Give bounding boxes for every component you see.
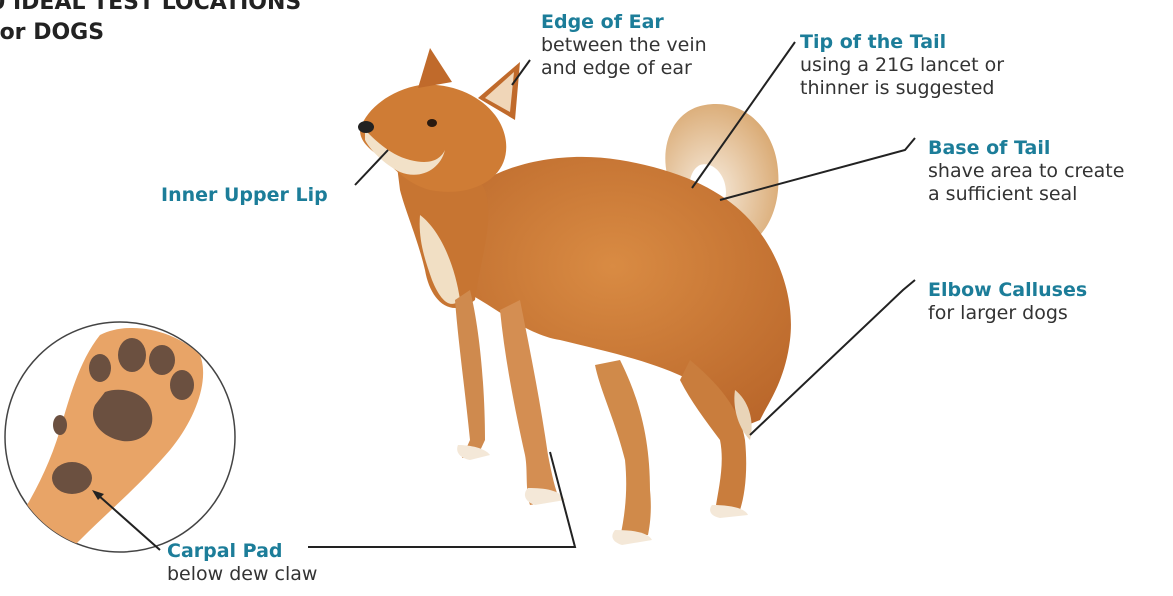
paw-toe-pad-2 [149,345,175,375]
leader-inner-upper-lip [355,150,388,185]
label-edge-of-ear-line-2: and edge of ear [541,57,707,80]
label-elbow-calluses-line-1: for larger dogs [928,302,1087,325]
dog-front-paw-right [525,488,565,505]
label-carpal-pad: Carpal Pad below dew claw [167,540,317,586]
dog-nose [358,121,374,133]
dog-front-paw-left [457,445,490,460]
label-tip-of-tail-heading: Tip of the Tail [800,31,1004,54]
paw-toe-pad-4 [89,354,111,382]
dog-front-leg-left [455,290,485,458]
label-edge-of-ear-heading: Edge of Ear [541,11,707,34]
label-inner-upper-lip: Inner Upper Lip [161,184,328,207]
label-base-of-tail-line-2: a sufficient seal [928,183,1124,206]
label-base-of-tail-heading: Base of Tail [928,137,1124,160]
label-tip-of-tail: Tip of the Tail using a 21G lancet or th… [800,31,1004,100]
dog-eye [427,119,437,127]
label-elbow-calluses-heading: Elbow Calluses [928,279,1087,302]
label-tip-of-tail-line-2: thinner is suggested [800,77,1004,100]
label-base-of-tail: Base of Tail shave area to create a suff… [928,137,1124,206]
label-edge-of-ear: Edge of Ear between the vein and edge of… [541,11,707,80]
label-edge-of-ear-line-1: between the vein [541,34,707,57]
dew-claw [53,415,67,435]
label-inner-upper-lip-heading: Inner Upper Lip [161,184,328,207]
dog-hind-leg-right [595,360,651,538]
label-carpal-pad-heading: Carpal Pad [167,540,317,563]
paw-toe-pad-1 [118,338,146,372]
dog-body [358,48,791,545]
label-carpal-pad-line-1: below dew claw [167,563,317,586]
label-tip-of-tail-line-1: using a 21G lancet or [800,54,1004,77]
paw-toe-pad-3 [170,370,194,400]
label-elbow-calluses: Elbow Calluses for larger dogs [928,279,1087,325]
dog-hind-paw-left [710,505,748,518]
carpal-pad-shape [52,462,92,494]
dog-ear-left [418,48,452,88]
label-base-of-tail-line-1: shave area to create [928,160,1124,183]
